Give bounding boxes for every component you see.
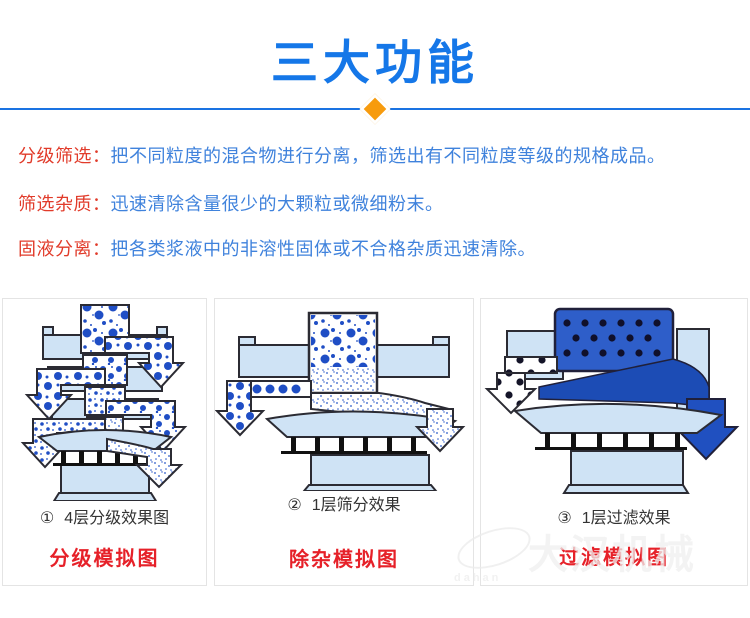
fines-outlet-arrow bbox=[414, 408, 466, 453]
feed-box bbox=[553, 307, 675, 373]
circled-number-icon: ② bbox=[287, 497, 302, 514]
feature-row-grading: 分级筛选：把不同粒度的混合物进行分离，筛选出有不同粒度等级的规格成品。 bbox=[18, 142, 666, 168]
machine-base bbox=[264, 410, 458, 491]
springs bbox=[53, 451, 159, 466]
feature-row-solid-liquid: 固液分离：把各类浆液中的非溶性固体或不合格杂质迅速清除。 bbox=[18, 235, 536, 261]
springs bbox=[281, 437, 427, 454]
liquid-flow bbox=[538, 358, 740, 461]
circled-number-icon: ③ bbox=[557, 510, 572, 527]
feed-box bbox=[307, 311, 379, 395]
panel-label-red: 过滤模拟图 bbox=[559, 547, 669, 569]
coarse-outlet-arrow bbox=[215, 380, 266, 437]
feature-desc: 把各类浆液中的非溶性固体或不合格杂质迅速清除。 bbox=[110, 239, 536, 259]
feature-label: 分级筛选： bbox=[18, 146, 111, 166]
feature-row-impurity: 筛选杂质：迅速清除含量很少的大颗粒或微细粉末。 bbox=[18, 190, 444, 216]
diamond-icon bbox=[359, 93, 391, 125]
feature-desc: 把不同粒度的混合物进行分离，筛选出有不同粒度等级的规格成品。 bbox=[110, 146, 666, 166]
springs bbox=[535, 433, 687, 450]
page-title: 三大功能 bbox=[271, 36, 479, 89]
solids-outlet-arrow bbox=[484, 356, 558, 415]
fines-outlet-arrow bbox=[106, 437, 184, 489]
diagram-one-layer-screening bbox=[215, 311, 466, 491]
machine-base bbox=[36, 429, 174, 501]
feature-label: 筛选杂质： bbox=[18, 194, 111, 214]
diagram-one-layer-filtering bbox=[484, 307, 740, 494]
panel-label-red: 除杂模拟图 bbox=[289, 549, 399, 571]
coarse-particle-channel bbox=[248, 380, 312, 398]
panel-label-red: 分级模拟图 bbox=[49, 548, 160, 570]
machine-base bbox=[512, 402, 724, 494]
circled-number-icon: ① bbox=[39, 510, 55, 527]
diagram-four-layer-classification bbox=[20, 304, 188, 501]
feature-desc: 迅速清除含量很少的大颗粒或微细粉末。 bbox=[110, 194, 444, 214]
feature-label: 固液分离： bbox=[18, 239, 111, 259]
